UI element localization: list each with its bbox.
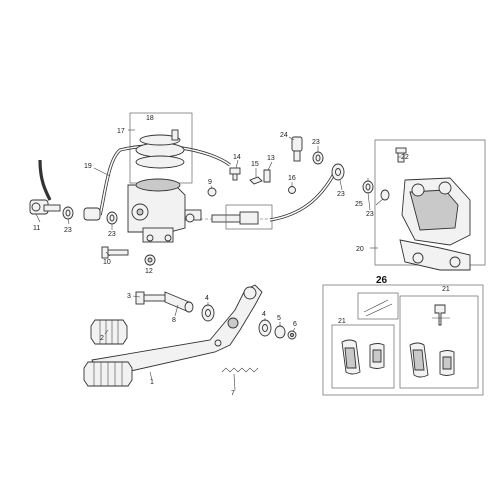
label-2: 2 [100,335,104,342]
brake-pad-right-a [409,342,429,378]
label-8: 8 [172,317,176,324]
pedal-lever-1 [91,284,263,379]
label-25: 25 [355,201,363,208]
label-21-left: 21 [338,318,346,325]
label-5: 5 [277,315,281,322]
caliper-frame-20 [374,139,486,266]
brake-pad-left-a [341,339,361,375]
label-18: 18 [146,115,154,122]
washer-4-left [201,304,215,322]
washer-5 [274,325,286,339]
washer-23-left [62,206,74,220]
pad-spring-21 [432,304,450,326]
washer-23-right [362,180,374,194]
label-11: 11 [33,225,40,232]
spring-clip-26 [363,299,393,317]
label-22: 22 [401,154,409,161]
spacer-8 [164,291,194,313]
label-23-b: 23 [108,231,116,238]
bolt-3 [135,291,167,305]
label-4-right: 4 [262,311,266,318]
label-23-a: 23 [64,227,72,234]
label-13: 13 [267,155,275,162]
push-rod-assembly [200,204,273,230]
brake-pad-left-b [369,343,385,369]
master-cylinder [127,178,202,243]
banjo-end-19 [83,207,101,221]
caliper-body [399,177,471,271]
label-6: 6 [293,321,297,328]
label-3: 3 [127,293,131,300]
label-19: 19 [84,163,92,170]
nut-6 [287,330,297,340]
label-16: 16 [288,175,296,182]
banjo-fitting-11 [29,199,61,215]
label-20: 20 [356,246,364,253]
washer-9 [207,187,217,197]
pin-13 [263,169,271,183]
screw-14 [229,167,241,181]
washer-4-right [258,319,272,337]
brake-hose-left [38,144,231,216]
pads-box-right [399,295,479,389]
washer-23-mid [106,211,118,225]
label-23-d: 23 [312,139,320,146]
washer-25 [380,189,390,201]
washer-23-top [312,151,324,165]
label-21-right: 21 [442,286,450,293]
label-17: 17 [117,128,125,135]
leader-lines [35,136,401,391]
label-7: 7 [231,390,235,397]
pedal-rubber-2 [90,319,128,345]
label-15: 15 [251,161,259,168]
label-26: 26 [376,275,388,286]
label-24: 24 [280,132,288,139]
clip-15 [249,176,263,185]
label-14: 14 [233,154,241,161]
label-10: 10 [103,259,111,266]
label-23-e: 23 [366,211,374,218]
kit-box-26 [357,292,399,320]
label-4-left: 4 [205,295,209,302]
pedal-tip-rubber [83,361,133,387]
return-spring-7 [221,367,259,373]
label-1: 1 [150,379,154,386]
banjo-bolt-24 [291,136,303,162]
label-12: 12 [145,268,153,275]
brake-pad-right-b [439,350,455,376]
bolt-10 [101,246,129,259]
label-23-c: 23 [337,191,345,198]
nut-16 [288,186,296,194]
pads-frame [322,284,484,396]
reservoir-cap-18 [135,129,185,169]
brake-hose-right [269,171,337,222]
label-9: 9 [208,179,212,186]
pads-box-left [331,324,395,389]
banjo-right [331,163,345,181]
nut-12 [144,254,156,266]
